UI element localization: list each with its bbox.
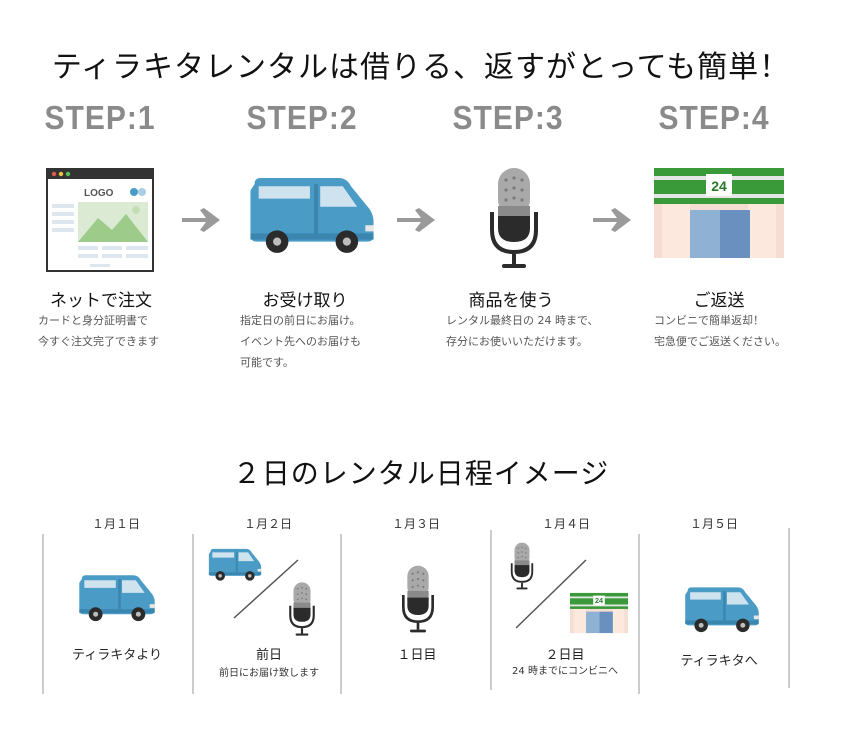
step-2-label: STEP:2 (246, 100, 358, 137)
store-sign-text: 24 (595, 597, 603, 605)
day-4-note: 24 時までにコンビニへ (512, 666, 618, 677)
diagonal-divider (233, 559, 299, 619)
day-2-date: １月２日 (243, 517, 292, 531)
step-2-name: お受け取り (262, 291, 348, 311)
day-4-label: ２日目 (545, 648, 585, 663)
microphone-icon (402, 565, 434, 633)
step-3-label: STEP:3 (452, 100, 564, 137)
arrow-right-icon (397, 208, 435, 232)
day-2-note: 前日にお届け致します (219, 668, 319, 679)
day-5-date: １月５日 (689, 517, 738, 531)
step-4-description: コンビニで簡単返却！ 宅急便でご返送ください。 (654, 314, 786, 348)
day-1-label: ティラキタより (72, 648, 162, 663)
diagonal-divider (515, 559, 587, 629)
step-1-label: STEP:1 (44, 100, 156, 137)
day-4-date: １月４日 (541, 517, 590, 531)
convenience-store-icon: 24 (654, 168, 784, 258)
delivery-van-icon (250, 178, 374, 253)
step-4-label: STEP:4 (658, 100, 770, 137)
store-sign-text: 24 (711, 178, 727, 194)
microphone-icon (490, 168, 538, 268)
divider (788, 528, 790, 688)
step-4-name: ご返送 (693, 291, 745, 311)
step-3-name: 商品を使う (468, 291, 554, 311)
day-5-label: ティラキタへ (680, 654, 758, 669)
microphone-icon (289, 582, 315, 636)
divider (42, 534, 44, 694)
browser-window-icon: LOGO (46, 168, 154, 272)
day-1-date: １月１日 (91, 517, 140, 531)
step-2-description: 指定日の前日にお届け。 イベント先へのお届けも 可能です。 (240, 314, 361, 369)
delivery-van-icon (685, 587, 759, 633)
step-3-description: レンタル最終日の 24 時まで、 存分にお使いいただけます。 (446, 314, 599, 348)
delivery-van-icon (79, 575, 155, 622)
arrow-right-icon (182, 208, 220, 232)
step-1-description: カードと身分証明書で 今すぐ注文完了できます (38, 314, 159, 348)
arrow-right-icon (593, 208, 631, 232)
logo-text: LOGO (84, 188, 114, 199)
day-3-date: １月３日 (391, 517, 440, 531)
day-2-label: 前日 (255, 648, 282, 663)
divider (638, 534, 640, 694)
divider (490, 530, 492, 690)
page-title: ティラキタレンタルは借りる、返すがとっても簡単！ (51, 50, 791, 85)
day-3-label: １日目 (397, 648, 437, 663)
step-1-name: ネットで注文 (50, 291, 152, 311)
convenience-store-icon: 24 (570, 592, 628, 634)
divider (340, 534, 342, 694)
divider (192, 534, 194, 694)
schedule-title: ２日のレンタル日程イメージ (232, 457, 610, 490)
